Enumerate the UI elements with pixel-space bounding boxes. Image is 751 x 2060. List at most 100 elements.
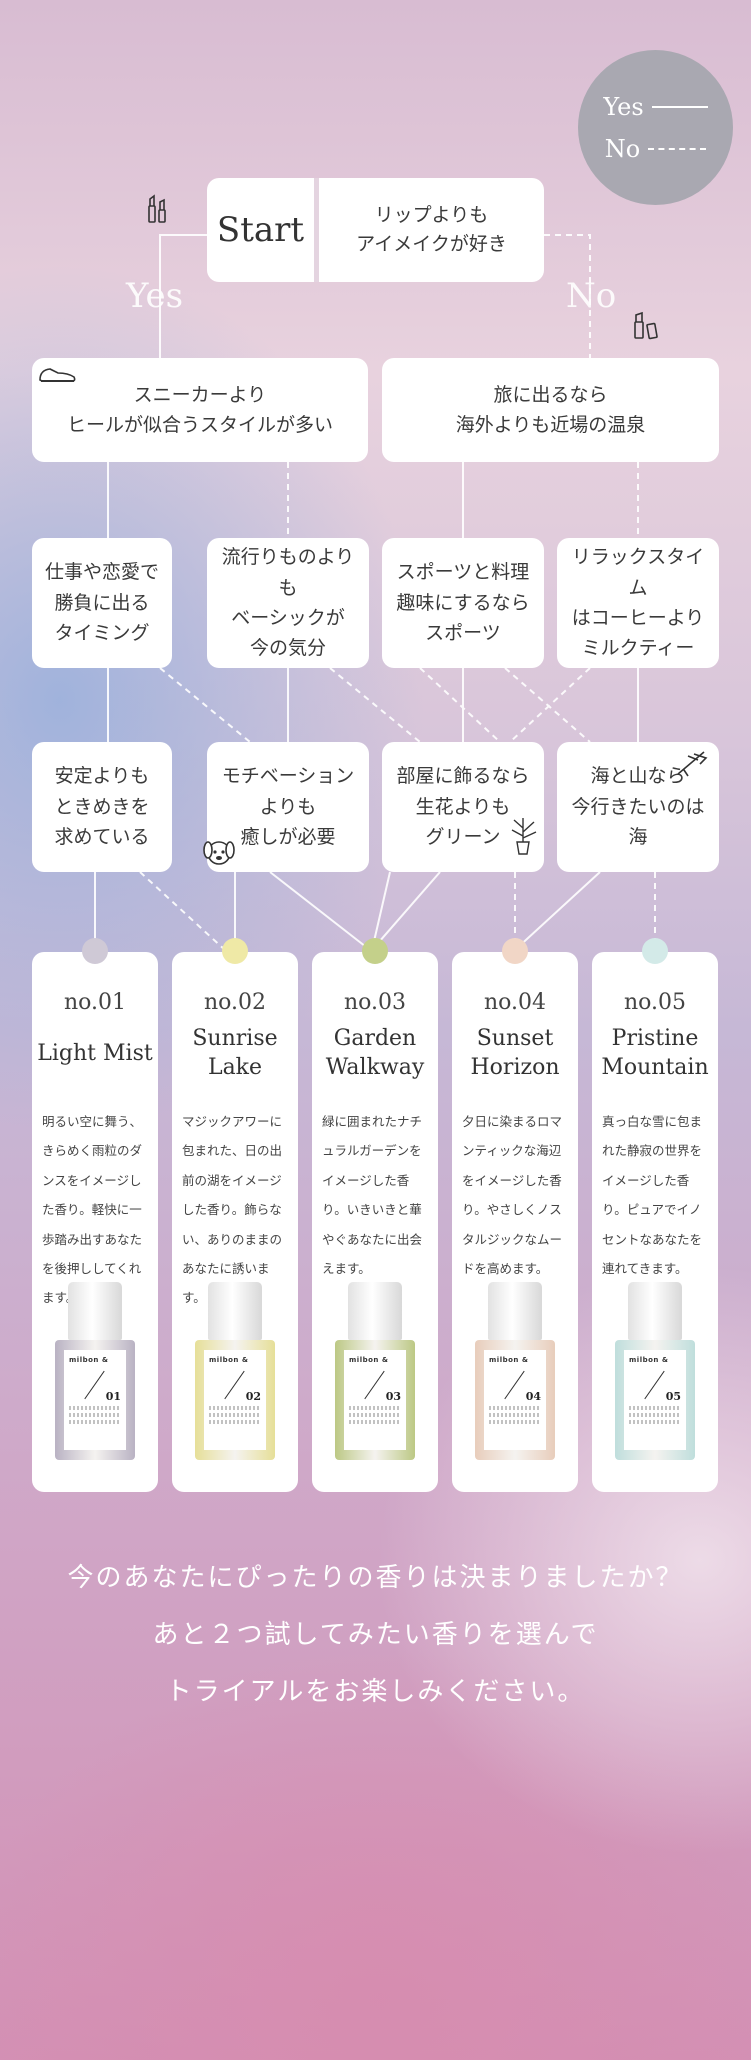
bottle-body: milbon & 03: [335, 1340, 415, 1460]
bottle-brand: milbon &: [69, 1356, 109, 1364]
fine-print: [629, 1420, 681, 1424]
fine-print: [349, 1406, 401, 1410]
result-description: 夕日に染まるロマンティックな海辺をイメージした香り。やさしくノスタルジックなムー…: [462, 1114, 563, 1276]
bottle-image: milbon & 04: [475, 1282, 555, 1460]
yes-line-start: [159, 234, 207, 358]
question-sea: 海と山なら 今行きたいのは 海: [557, 742, 719, 872]
lipstick-pair-icon: [634, 311, 658, 340]
closing-line-1: 今のあなたにぴったりの香りは決まりましたか？: [67, 1563, 684, 1593]
closing-line-3: トライアルをお楽しみください。: [165, 1677, 586, 1708]
start-label: Start: [207, 178, 319, 282]
bottle-brand: milbon &: [629, 1356, 669, 1364]
fine-print: [489, 1413, 541, 1417]
legend-no: No: [605, 135, 707, 163]
lipstick-icon: [148, 194, 166, 223]
question-work-love: 仕事や恋愛で 勝負に出る タイミング: [32, 538, 172, 668]
start-question: リップよりも アイメイクが好き: [356, 203, 507, 255]
bottle-number: 02: [245, 1390, 261, 1403]
bottle-image: milbon & 02: [195, 1282, 275, 1460]
fine-print: [69, 1420, 121, 1424]
bottle-body: milbon &05: [615, 1340, 695, 1460]
dashed-line-icon: [648, 147, 707, 150]
legend-yes: Yes: [603, 92, 708, 121]
question-healing: モチベーション よりも 癒しが必要: [207, 742, 369, 872]
closing-message: 今のあなたにぴったりの香りは決まりましたか？ あと２つ試してみたい香りを選んで …: [0, 1550, 751, 1722]
fine-print: [69, 1413, 121, 1417]
bottle-label: milbon & 04: [484, 1350, 546, 1450]
legend-yes-label: Yes: [603, 92, 644, 121]
color-dot: [82, 938, 108, 964]
bottle-image: milbon & 03: [335, 1282, 415, 1460]
result-description: 明るい空に舞う、きらめく雨粒のダンスをイメージした香り。軽快に一歩踏み出すあなた…: [42, 1114, 143, 1306]
question-heels: スニーカーより ヒールが似合うスタイルが多い: [32, 358, 368, 462]
bottle-body: milbon & 04: [475, 1340, 555, 1460]
plant-icon: [511, 818, 537, 855]
sneaker-icon: [39, 368, 76, 382]
bottle-label: milbon &05: [624, 1350, 686, 1450]
result-number: no.03: [343, 990, 406, 1015]
bottle-image: milbon & 01: [55, 1282, 135, 1460]
fine-print: [209, 1413, 261, 1417]
closing-line-2: あと２つ試してみたい香りを選んで: [152, 1620, 599, 1651]
bottle-cap: [208, 1282, 262, 1340]
result-name: Light Mist: [37, 1040, 153, 1066]
branch-yes-label: Yes: [126, 276, 184, 316]
dog-icon: [203, 841, 235, 865]
bottle-brand: milbon &: [489, 1356, 529, 1364]
bottle-cap: [68, 1282, 122, 1340]
fine-print: [489, 1406, 541, 1410]
fine-print: [209, 1420, 261, 1424]
bottle-cap: [488, 1282, 542, 1340]
branch-no-label: No: [566, 276, 617, 316]
question-sports: スポーツと料理 趣味にするなら スポーツ: [382, 538, 544, 668]
bottle-label: milbon & 01: [64, 1350, 126, 1450]
fine-print: [209, 1406, 261, 1410]
bottle-cap: [348, 1282, 402, 1340]
color-dot: [222, 938, 248, 964]
result-name: Garden Walkway: [325, 1026, 425, 1080]
question-excitement: 安定よりも ときめきを 求めている: [32, 742, 172, 872]
question-milk-tea: リラックスタイム はコーヒーより ミルクティー: [557, 538, 719, 668]
result-number: no.04: [483, 990, 546, 1015]
fine-print: [489, 1420, 541, 1424]
solid-line-icon: [651, 105, 708, 108]
question-travel: 旅に出るなら 海外よりも近場の温泉: [382, 358, 719, 462]
result-number: no.02: [203, 990, 266, 1015]
fine-print: [629, 1413, 681, 1417]
fine-print: [349, 1413, 401, 1417]
bottle-brand: milbon &: [349, 1356, 389, 1364]
bottle-body: milbon & 02: [195, 1340, 275, 1460]
bottle-number: 03: [385, 1390, 401, 1403]
color-dot: [362, 938, 388, 964]
result-description: マジックアワーに包まれた、日の出前の湖をイメージした香り。飾らない、ありのままの…: [182, 1114, 283, 1306]
bottle-number: 04: [525, 1390, 541, 1403]
bottle-number: 01: [105, 1390, 121, 1403]
result-name: Pristine Mountain: [601, 1026, 709, 1080]
question-green: 部屋に飾るなら 生花よりも グリーン: [382, 742, 544, 872]
fine-print: [349, 1420, 401, 1424]
color-dot: [642, 938, 668, 964]
bottle-brand: milbon &: [209, 1356, 249, 1364]
fine-print: [69, 1406, 121, 1410]
airplane-icon: [677, 751, 708, 777]
result-number: no.05: [623, 990, 686, 1015]
legend-circle: Yes No: [578, 50, 733, 205]
bottle-cap: [628, 1282, 682, 1340]
result-description: 緑に囲まれたナチュラルガーデンをイメージした香り。いきいきと華やぐあなたに出会え…: [322, 1114, 423, 1276]
color-dot: [502, 938, 528, 964]
bottle-label: milbon & 02: [204, 1350, 266, 1450]
result-name: Sunrise Lake: [192, 1026, 278, 1080]
start-box: Start リップよりも アイメイクが好き: [207, 178, 544, 282]
bottle-body: milbon & 01: [55, 1340, 135, 1460]
fine-print: [629, 1406, 681, 1410]
result-description: 真っ白な雪に包まれた静寂の世界をイメージした香り。ピュアでイノセントなあなたを連…: [602, 1114, 703, 1276]
result-number: no.01: [63, 990, 126, 1015]
result-name: Sunset Horizon: [470, 1026, 560, 1080]
bottle-image: milbon &05: [615, 1282, 695, 1460]
